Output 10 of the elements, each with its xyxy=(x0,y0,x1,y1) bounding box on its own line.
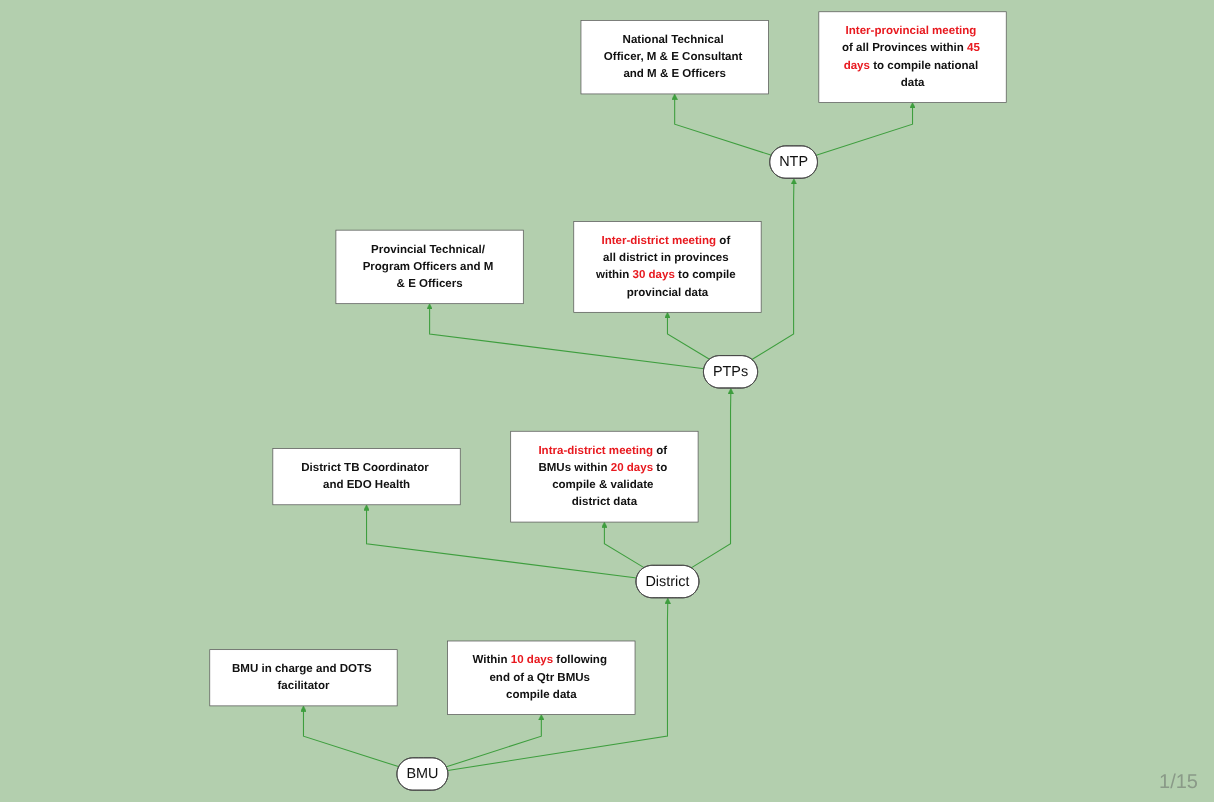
arrow xyxy=(362,504,637,579)
arrow xyxy=(425,303,704,370)
arrow xyxy=(689,388,733,569)
arrow xyxy=(750,178,797,361)
arrow xyxy=(814,102,915,156)
arrow xyxy=(600,521,644,569)
arrow xyxy=(670,93,772,156)
arrow xyxy=(663,312,710,361)
arrow xyxy=(444,714,544,768)
arrow xyxy=(299,705,399,768)
